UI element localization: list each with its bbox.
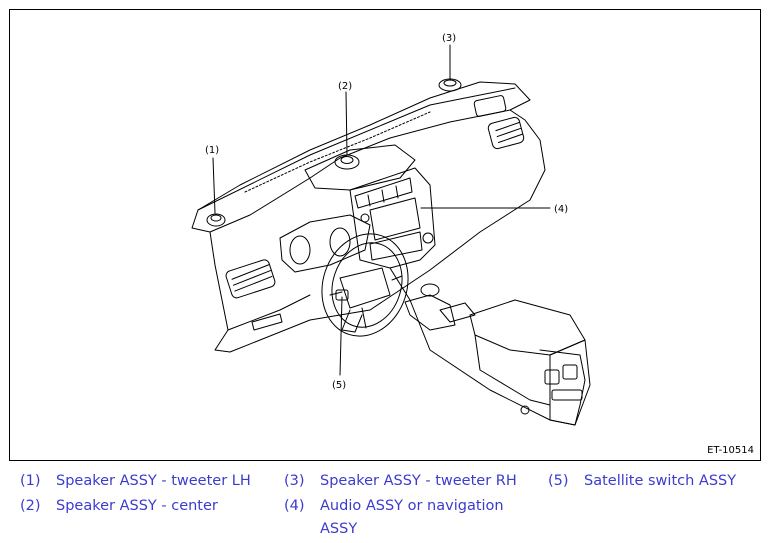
legend-text: Speaker ASSY - center [56, 498, 218, 514]
legend: (1) Speaker ASSY - tweeter LH (2) Speake… [0, 468, 770, 543]
dashboard-illustration: (1) (2) (3) (4) (5) [191, 33, 591, 426]
steering-wheel-outer [321, 233, 409, 337]
lower-left-switches [251, 313, 283, 331]
leader-line-5 [339, 296, 343, 376]
legend-number: (3) [284, 473, 305, 489]
audio-knob-left [360, 213, 370, 223]
legend-number: (4) [284, 498, 305, 514]
center-speaker-housing [304, 144, 416, 191]
console-lower [389, 267, 586, 426]
dashboard-top [191, 81, 531, 233]
right-vent-slats [495, 121, 523, 144]
center-stack [349, 167, 436, 269]
steering-column [341, 309, 363, 333]
lower-dash [227, 294, 311, 331]
steering-spokes [329, 275, 403, 329]
callout-2: (2) [338, 81, 352, 92]
tweeter-rh-inner [443, 79, 457, 87]
right-vent-side [487, 116, 525, 150]
legend-item-5: (5) Satellite switch ASSY [548, 469, 736, 493]
navigation-screen [369, 197, 421, 241]
shift-knob [420, 283, 440, 297]
legend-item-1: (1) Speaker ASSY - tweeter LH [20, 469, 251, 493]
legend-item-4: (4) Audio ASSY or navigation [284, 494, 504, 518]
legend-text: Speaker ASSY - tweeter RH [320, 473, 517, 489]
steering-hub [339, 267, 391, 309]
callout-4: (4) [554, 204, 568, 215]
gauge-right [329, 227, 351, 257]
center-speaker [334, 154, 360, 170]
rear-vent-left [544, 369, 560, 385]
dashboard-face [209, 109, 546, 353]
audio-controls [369, 231, 423, 261]
legend-text: Speaker ASSY - tweeter LH [56, 473, 251, 489]
legend-text-continued: ASSY [320, 521, 358, 537]
center-vents [354, 177, 413, 209]
legend-number: (1) [20, 473, 41, 489]
callout-3: (3) [442, 33, 456, 44]
cluster-hood [279, 214, 371, 273]
diagram-frame: (1) (2) (3) (4) (5) ET-10514 [9, 9, 761, 461]
callout-5: (5) [332, 380, 346, 391]
rear-vent-right [562, 364, 578, 380]
armrest-side [474, 334, 551, 406]
console-shifter [404, 294, 456, 331]
dashboard-edge [197, 87, 516, 211]
left-vent-slats [231, 264, 273, 292]
rear-socket [520, 405, 530, 415]
rear-usb-panel [551, 389, 583, 401]
legend-text: Audio ASSY or navigation [320, 498, 504, 514]
right-vent-upper [473, 95, 507, 117]
left-vent [225, 259, 276, 299]
leader-line-2 [345, 91, 348, 156]
tweeter-rh [438, 78, 462, 92]
tweeter-lh [206, 213, 226, 227]
leader-line-1 [212, 157, 216, 214]
legend-number: (2) [20, 498, 41, 514]
gauge-left [289, 235, 311, 265]
armrest [469, 299, 586, 356]
console-box-side [549, 339, 591, 426]
legend-item-3: (3) Speaker ASSY - tweeter RH [284, 469, 517, 493]
center-speaker-inner [340, 156, 354, 164]
audio-knob-right [422, 232, 434, 244]
defroster-strip [244, 111, 431, 193]
legend-text: Satellite switch ASSY [584, 473, 737, 489]
steering-wheel-inner [331, 242, 403, 328]
cup-holders [439, 302, 476, 323]
center-vent-slats [367, 185, 399, 207]
legend-number: (5) [548, 473, 569, 489]
tweeter-lh-inner [210, 214, 222, 222]
legend-item-2: (2) Speaker ASSY - center [20, 494, 218, 518]
callout-1: (1) [205, 145, 219, 156]
figure-id: ET-10514 [707, 445, 754, 456]
